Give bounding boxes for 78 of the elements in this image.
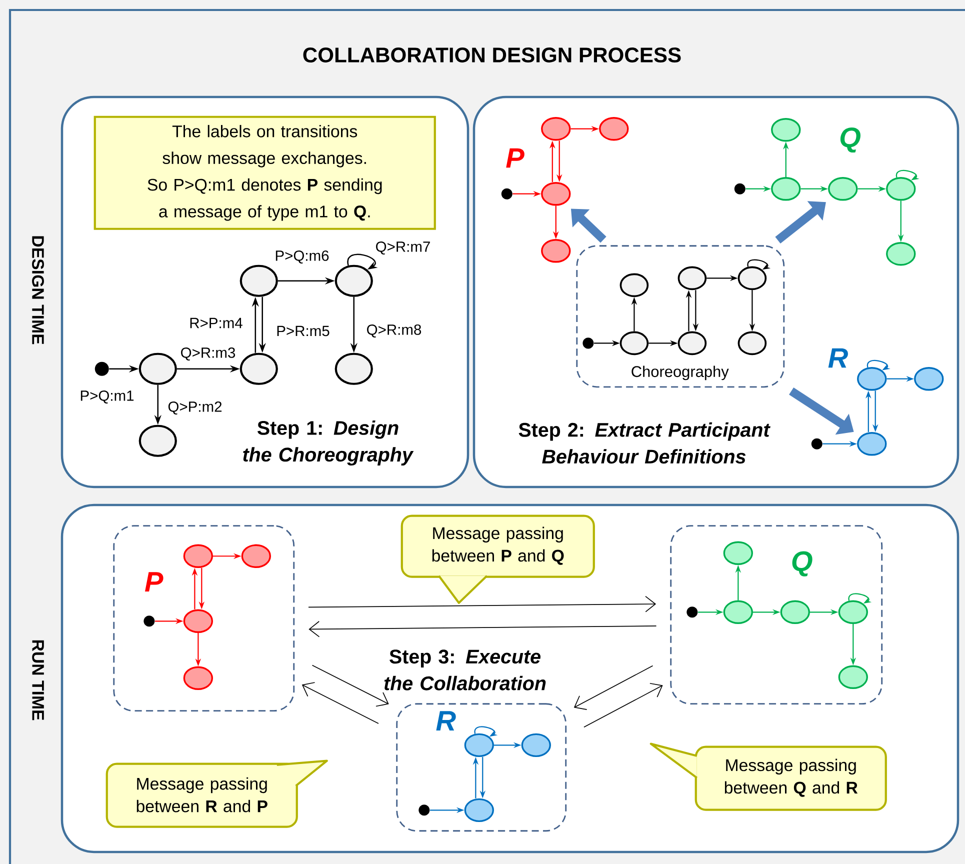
state-ellipse — [771, 118, 801, 142]
state-ellipse — [738, 331, 767, 356]
speech-bubble: Message passing between R and P — [106, 760, 328, 828]
self-loop-arrow — [896, 170, 920, 180]
state-ellipse — [240, 352, 278, 385]
title: COLLABORATION DESIGN PROCESS — [303, 48, 681, 62]
edge-label: P>Q:m1 — [78, 389, 136, 405]
step-heading: Step 2: Extract Participant Behaviour Definitions — [518, 422, 770, 464]
state-ellipse — [678, 331, 707, 356]
note-box: The labels on transitions show message exchanges. So P>Q:m1 denotes P sending a message of type m1 to Q. — [94, 116, 436, 230]
state-ellipse — [723, 541, 753, 565]
state-ellipse — [838, 600, 868, 624]
arrow — [574, 665, 654, 710]
speech-bubble: Message passing between Q and R — [650, 742, 887, 811]
state-ellipse — [723, 600, 753, 624]
arrow — [584, 682, 663, 728]
state-ellipse — [738, 266, 767, 290]
edge-label: Q>R:m3 — [178, 346, 238, 362]
state-ellipse — [771, 177, 801, 201]
start-dot — [501, 188, 512, 200]
state-ellipse — [886, 242, 916, 266]
edge-label: Q>R:m8 — [364, 323, 424, 339]
state-ellipse — [620, 273, 649, 298]
state-ellipse — [886, 177, 916, 201]
state-ellipse — [138, 352, 177, 385]
step-heading: Step 1: Design the Choreography — [243, 420, 414, 466]
participant-letter: P — [506, 148, 524, 168]
arrow — [308, 620, 657, 638]
state-ellipse — [541, 117, 571, 141]
state-ellipse — [183, 666, 214, 690]
start-dot — [94, 362, 109, 376]
self-loop-arrow — [866, 360, 890, 370]
state-ellipse — [828, 177, 858, 201]
block-arrow — [775, 201, 826, 244]
state-ellipse — [240, 264, 278, 297]
state-ellipse — [599, 117, 629, 141]
side-label: DESIGN TIME — [32, 236, 44, 344]
start-dot — [582, 338, 594, 349]
state-ellipse — [183, 609, 214, 633]
edge-label: R>P:m4 — [188, 316, 244, 330]
participant-letter: R — [436, 711, 456, 731]
arrow — [312, 664, 389, 707]
edge-label: P>R:m5 — [274, 324, 332, 338]
start-dot — [418, 804, 430, 816]
start-dot — [811, 438, 822, 450]
side-label: RUN TIME — [32, 640, 44, 720]
start-dot — [686, 606, 698, 618]
state-ellipse — [464, 733, 494, 758]
state-ellipse — [620, 331, 649, 356]
state-ellipse — [857, 432, 887, 456]
state-ellipse — [780, 600, 810, 624]
edge-label: Q>P:m2 — [166, 400, 224, 416]
state-ellipse — [241, 544, 272, 568]
start-dot — [144, 616, 155, 627]
speech-bubble: Message passing between P and Q — [400, 514, 595, 604]
state-ellipse — [914, 367, 944, 391]
step-heading: Step 3: Execute the Collaboration — [384, 650, 546, 690]
state-ellipse — [541, 239, 571, 263]
participant-letter: Q — [792, 551, 812, 576]
participant-letter: P — [145, 572, 164, 592]
participant-letter: R — [828, 348, 848, 368]
participant-letter: Q — [840, 127, 860, 153]
state-ellipse — [521, 733, 551, 758]
state-ellipse — [464, 798, 494, 822]
arrow — [308, 596, 656, 612]
edge-label: Q>R:m7 — [374, 240, 432, 256]
state-ellipse — [678, 266, 707, 290]
state-ellipse — [183, 544, 214, 568]
arrow — [302, 682, 379, 724]
start-dot — [734, 183, 746, 194]
state-ellipse — [334, 264, 373, 297]
state-ellipse — [541, 182, 571, 206]
edge-label: P>Q:m6 — [273, 249, 331, 265]
state-ellipse — [838, 665, 868, 689]
box-caption: Choreography — [632, 366, 729, 380]
state-ellipse — [857, 367, 887, 391]
state-ellipse — [138, 424, 177, 457]
state-ellipse — [334, 352, 373, 385]
